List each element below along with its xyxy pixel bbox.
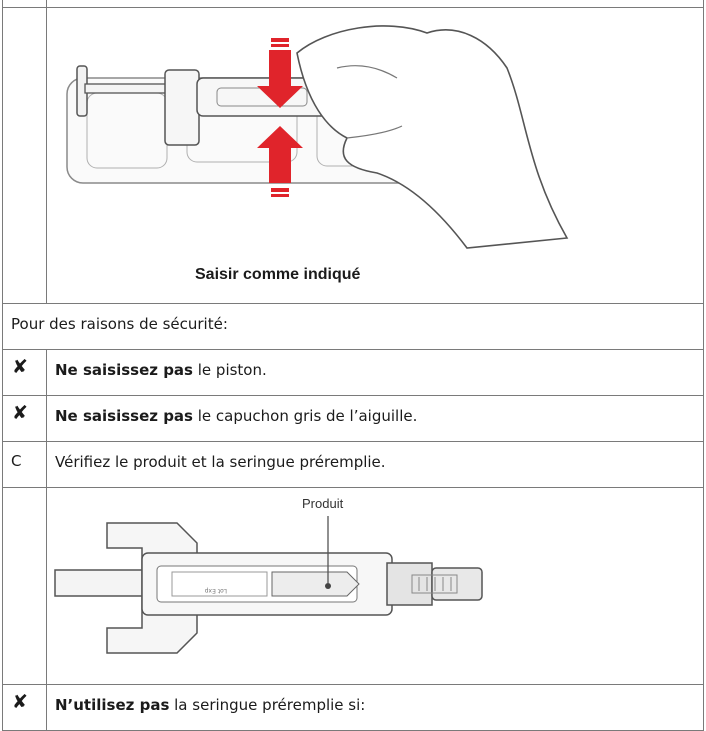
warning-bold: N’utilisez pas [55,696,170,714]
table-row-check: C Vérifiez le produit et la seringue pré… [2,441,704,488]
table-row-no-plunger: ✘ Ne saisissez pas le piston. [2,349,704,396]
table-row-figure-grip: Saisir comme indiqué [2,7,704,304]
syringe-product-illustration: Lot Exp [54,516,483,654]
step-letter: C [11,452,22,470]
check-text: Vérifiez le produit et la seringue prére… [55,453,386,471]
safety-heading: Pour des raisons de sécurité: [11,315,228,333]
cross-icon: ✘ [12,356,28,378]
table-row-dont-use: ✘ N’utilisez pas la seringue préremplie … [2,684,704,731]
figure-caption: Saisir comme indiqué [195,266,361,283]
warning-bold: Ne saisissez pas [55,361,193,379]
figure-product-cell: Lot Exp Produit [46,487,704,685]
warning-text: le piston. [192,361,267,379]
grip-arrows [257,38,303,197]
product-label: Produit [302,496,344,511]
warning-text: la seringue préremplie si: [169,696,366,714]
table-row-no-cap: ✘ Ne saisissez pas le capuchon gris de l… [2,395,704,442]
table-row-top [2,0,704,8]
table-row-figure-product: Lot Exp Produit [2,487,704,685]
table-row-safety: Pour des raisons de sécurité: [2,303,704,350]
figure-grip-cell: Saisir comme indiqué [46,7,704,304]
cross-icon: ✘ [12,402,28,424]
warning-bold: Ne saisissez pas [55,407,193,425]
svg-text:Lot Exp: Lot Exp [204,587,227,594]
warning-text: le capuchon gris de l’aiguille. [192,407,418,425]
grip-syringe-illustration [66,25,569,249]
cross-icon: ✘ [12,691,28,713]
